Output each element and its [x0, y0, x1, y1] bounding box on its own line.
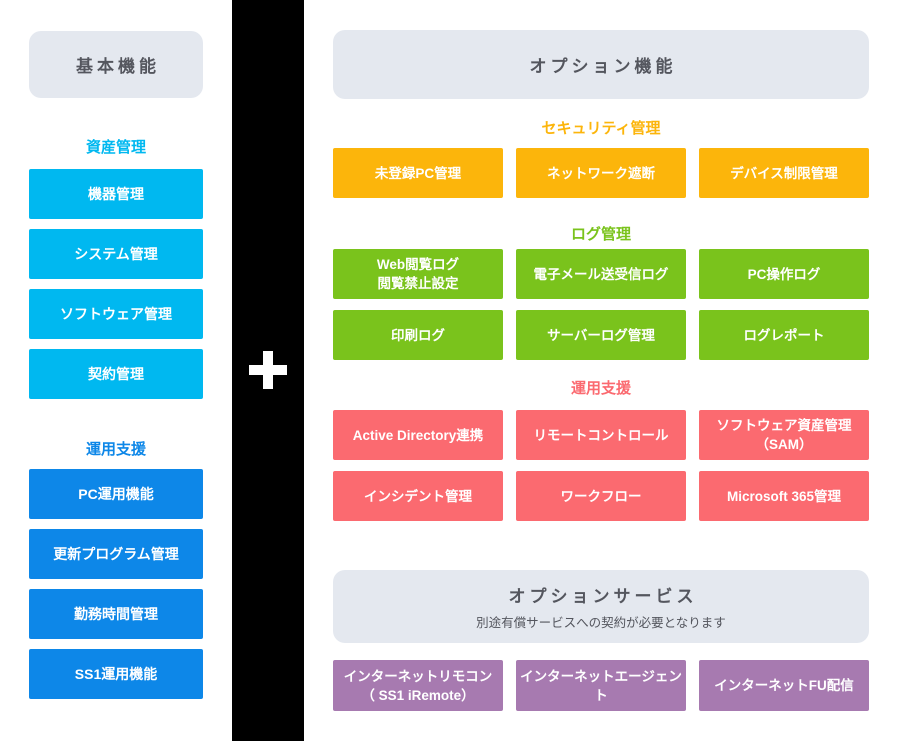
- operation-support-chip-grid: Active Directory連携 リモートコントロール ソフトウェア資産管理…: [333, 410, 869, 521]
- feature-chip-ss1-operation: SS1運用機能: [29, 649, 203, 699]
- section-label-asset-management: 資産管理: [85, 139, 146, 156]
- feature-chip-server-log-management: サーバーログ管理: [516, 310, 686, 360]
- basic-functions-header: 基本機能: [29, 31, 203, 98]
- feature-chip-print-log: 印刷ログ: [333, 310, 503, 360]
- section-label-operation-support-left: 運用支援: [85, 441, 146, 458]
- feature-chip-contract-management: 契約管理: [29, 349, 203, 399]
- feature-chip-sam: ソフトウェア資産管理 （SAM）: [699, 410, 869, 460]
- plus-icon: [249, 351, 287, 389]
- feature-chip-incident-management: インシデント管理: [333, 471, 503, 521]
- feature-chip-active-directory: Active Directory連携: [333, 410, 503, 460]
- feature-chip-device-restriction: デバイス制限管理: [699, 148, 869, 198]
- option-functions-panel: オプション機能 セキュリティ管理 未登録PC管理 ネットワーク遮断 デバイス制限…: [333, 0, 869, 741]
- feature-chip-pc-operation: PC運用機能: [29, 469, 203, 519]
- feature-chip-workflow: ワークフロー: [516, 471, 686, 521]
- feature-chip-log-report: ログレポート: [699, 310, 869, 360]
- feature-chip-network-block: ネットワーク遮断: [516, 148, 686, 198]
- feature-chip-device-management: 機器管理: [29, 169, 203, 219]
- feature-chip-working-hours-management: 勤務時間管理: [29, 589, 203, 639]
- feature-chip-internet-fu-delivery: インターネットFU配信: [699, 660, 869, 711]
- option-functions-header: オプション機能: [333, 30, 869, 99]
- feature-chip-update-program-management: 更新プログラム管理: [29, 529, 203, 579]
- feature-chip-microsoft365-management: Microsoft 365管理: [699, 471, 869, 521]
- option-service-chip-row: インターネットリモコン （ SS1 iRemote） インターネットエージェント…: [333, 660, 869, 711]
- section-label-operation-support-right: 運用支援: [570, 380, 631, 397]
- section-label-security-management: セキュリティ管理: [541, 120, 661, 137]
- feature-chip-remote-control: リモートコントロール: [516, 410, 686, 460]
- feature-chip-pc-operation-log: PC操作ログ: [699, 249, 869, 299]
- feature-chip-internet-agent: インターネットエージェント: [516, 660, 686, 711]
- option-service-subtitle: 別途有償サービスへの契約が必要となります: [476, 616, 726, 630]
- feature-chip-unregistered-pc: 未登録PC管理: [333, 148, 503, 198]
- security-chip-row: 未登録PC管理 ネットワーク遮断 デバイス制限管理: [333, 148, 869, 198]
- feature-chip-web-browsing-log: Web閲覧ログ 閲覧禁止設定: [333, 249, 503, 299]
- option-service-header: オプションサービス 別途有償サービスへの契約が必要となります: [333, 570, 869, 643]
- feature-chip-software-management: ソフトウェア管理: [29, 289, 203, 339]
- divider-bar: [232, 0, 304, 741]
- section-label-log-management: ログ管理: [570, 226, 631, 243]
- log-chip-grid: Web閲覧ログ 閲覧禁止設定 電子メール送受信ログ PC操作ログ 印刷ログ サー…: [333, 249, 869, 360]
- option-service-title: オプションサービス: [508, 587, 698, 606]
- feature-chip-system-management: システム管理: [29, 229, 203, 279]
- feature-chip-email-log: 電子メール送受信ログ: [516, 249, 686, 299]
- basic-functions-panel: 基本機能 資産管理 機器管理 システム管理 ソフトウェア管理 契約管理 運用支援…: [29, 0, 203, 741]
- feature-chip-internet-remote: インターネットリモコン （ SS1 iRemote）: [333, 660, 503, 711]
